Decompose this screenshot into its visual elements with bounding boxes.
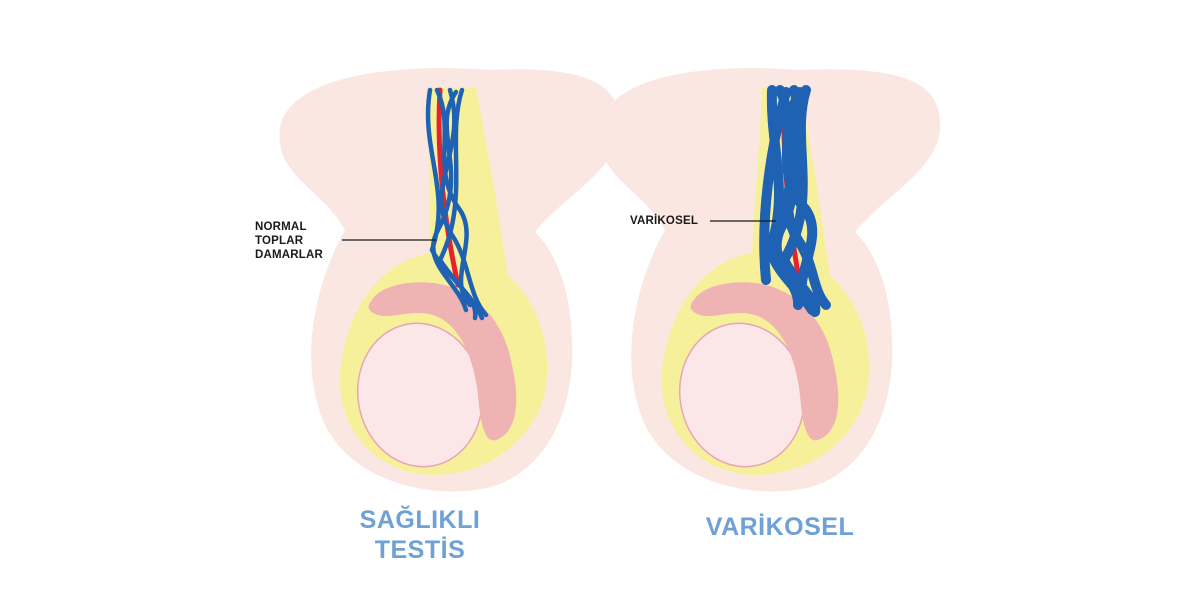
right-callout-text: VARİKOSEL xyxy=(630,215,699,227)
right-vein-5 xyxy=(771,87,805,310)
left-caption: SAĞLIKLI TESTİS xyxy=(320,505,520,565)
left-callout-line1: NORMAL TOPLAR xyxy=(255,221,307,247)
left-vein-2 xyxy=(439,87,489,318)
left-vein-5 xyxy=(430,89,469,313)
healthy-testis-figure xyxy=(279,68,621,492)
left-epididymis xyxy=(368,282,517,441)
left-caption-line1: SAĞLIKLI xyxy=(359,506,481,534)
right-epididymis xyxy=(690,282,839,441)
left-vein-3 xyxy=(437,87,478,321)
left-callout-label: NORMAL TOPLAR DAMARLAR xyxy=(255,220,345,262)
left-callout-line2: DAMARLAR xyxy=(255,249,324,261)
right-caption: VARİKOSEL xyxy=(680,512,880,542)
right-cord xyxy=(759,85,831,317)
right-caption-text: VARİKOSEL xyxy=(705,513,855,541)
varicocele-figure xyxy=(599,68,941,492)
left-cord xyxy=(425,87,489,321)
right-vein-6 xyxy=(759,87,791,285)
left-caption-line2: TESTİS xyxy=(374,536,466,564)
right-callout-label: VARİKOSEL xyxy=(630,214,710,228)
